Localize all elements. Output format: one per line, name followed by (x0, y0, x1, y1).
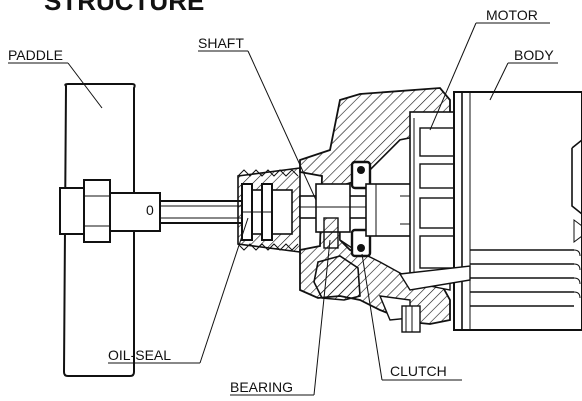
svg-text:SHAFT: SHAFT (198, 35, 244, 51)
svg-text:BEARING: BEARING (230, 379, 293, 395)
motor (409, 111, 455, 283)
diagram-title: STRUCTURE (44, 0, 204, 16)
svg-text:CLUTCH: CLUTCH (390, 363, 447, 379)
svg-text:BODY: BODY (514, 47, 554, 63)
clutch (350, 160, 417, 258)
neck-housing (237, 167, 301, 253)
shaft: 0 (59, 179, 247, 243)
body (398, 91, 582, 331)
label-oil-seal: OIL-SEAL (108, 217, 249, 364)
label-paddle: PADDLE (8, 47, 103, 109)
svg-text:MOTOR: MOTOR (486, 7, 538, 23)
label-clutch: CLUTCH (361, 253, 462, 381)
svg-text:PADDLE: PADDLE (8, 47, 63, 63)
label-bearing: BEARING (230, 239, 331, 396)
paddle-marking: 0 (146, 202, 154, 218)
svg-text:OIL-SEAL: OIL-SEAL (108, 347, 171, 363)
label-shaft: SHAFT (198, 35, 317, 201)
label-motor: MOTOR (429, 7, 550, 131)
label-body: BODY (489, 47, 558, 101)
